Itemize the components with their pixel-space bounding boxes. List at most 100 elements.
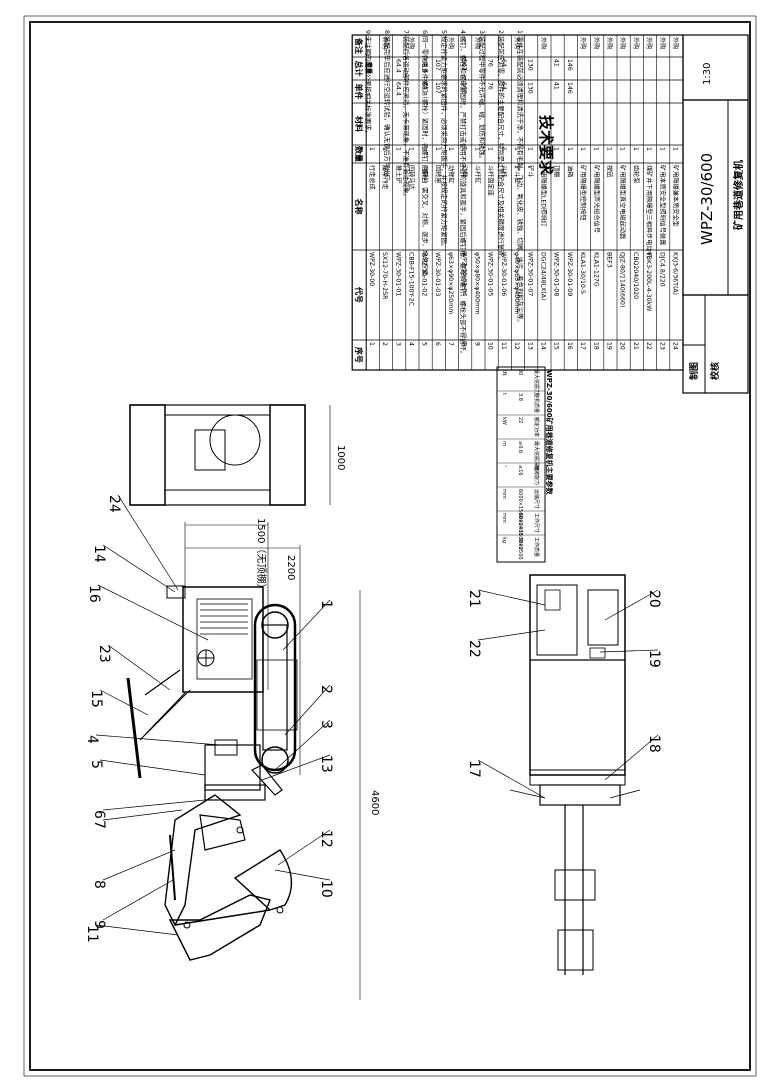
params-cell: 30 — [517, 369, 523, 375]
bom-cell: φ40×φ63×φ400mm — [513, 252, 520, 314]
bom-cell: 齿轮泵 — [632, 165, 640, 184]
bom-cell: YBK3-200L-4-30kW — [645, 251, 652, 311]
bom-cell: 斗杆 — [500, 165, 508, 177]
drive-sprocket — [261, 746, 289, 774]
bom-cell: 煤矿井下用隔爆型三相异步电动机 — [645, 165, 653, 259]
bom-cell: KXJ3-6/36T(A) — [672, 252, 679, 295]
bom-cell: 1 — [460, 147, 467, 151]
dim-overall-length: 4600 — [369, 790, 380, 815]
bom-cell: 1 — [368, 342, 375, 346]
tech-requirement-item: 1.零件在装配前必须清理和清洗干净，不得有毛刺、飞边、氧化皮、锈蚀、切屑、油污、… — [516, 30, 525, 326]
params-cell: ≥0.6 — [517, 441, 523, 453]
bom-cell: 16 — [566, 342, 573, 350]
bom-header-cell: 名称 — [354, 199, 364, 215]
balloon-plan: 18 — [646, 735, 662, 753]
bom-cell: 回转座 — [434, 165, 442, 184]
tech-heading: 技术要求 — [537, 115, 555, 176]
bom-header-cell: 备注 — [354, 37, 364, 54]
dozer-blade — [251, 764, 283, 796]
params-cell: 22 — [517, 417, 523, 423]
bom-cell: 铲斗缸 — [513, 165, 521, 184]
bom-cell: 矿用本质安全型照明信号装置 — [658, 165, 666, 245]
bom-cell: 外购 — [606, 37, 614, 49]
role-checker: 校核 — [709, 362, 721, 380]
bom-cell: 外购 — [672, 37, 680, 49]
bom-cell: 1 — [632, 147, 639, 151]
balloon-plan: 20 — [646, 590, 662, 608]
bom-cell: 76 — [487, 59, 494, 67]
bom-cell: 1 — [447, 147, 454, 151]
balloon-plan: 19 — [646, 650, 662, 668]
balloon-elevation: 7 — [91, 820, 107, 829]
params-cell: 3.8 — [517, 393, 523, 401]
sheet-outer-border — [23, 15, 757, 1077]
balloon-elevation: 13 — [318, 755, 334, 773]
bom-cell: 外购 — [447, 37, 455, 49]
bom-cell: 19 — [606, 342, 613, 350]
bom-cell: 铲斗 — [526, 165, 534, 177]
bom-cell: 1 — [579, 147, 586, 151]
bom-header-cell: 单件 — [354, 84, 364, 100]
bom-cell: 20 — [619, 342, 626, 350]
balloon-elevation: 24 — [106, 495, 122, 513]
tech-requirement-item: 7.装配后各运动部件应灵活，无卡滞现象，不准有漏油现象。 — [402, 30, 411, 200]
bom-cell: 9 — [474, 342, 481, 346]
params-cell: kW — [501, 417, 507, 425]
plan-view — [509, 574, 641, 975]
bom-cell: 146 — [566, 82, 573, 94]
bom-cell: 外购 — [381, 37, 389, 49]
bom-cell: 64.4 — [394, 59, 401, 73]
bom-cell: 162 — [460, 59, 467, 71]
bom-cell: CBQ2040/1020 — [632, 252, 639, 299]
idler-wheel — [261, 611, 289, 639]
bom-cell: 5 — [421, 342, 428, 346]
balloon-elevation: 4 — [84, 735, 100, 744]
drawing-scale: 1:30 — [702, 63, 713, 85]
params-cell: m — [501, 441, 507, 446]
bom-cell: 41 — [553, 82, 560, 90]
balloon-elevation: 14 — [91, 545, 107, 563]
bom-cell: 1 — [408, 147, 415, 151]
bom-cell: 推土铲 — [394, 165, 402, 184]
params-cell: 最大挖掘力 — [533, 369, 540, 394]
bom-cell: 64 — [500, 82, 507, 90]
bom-cell: 矿用隔爆型真空电磁起动器 — [619, 165, 627, 240]
bom-cell: WPZ-30-01-02 — [421, 252, 428, 296]
turntable — [204, 744, 261, 791]
balloon-elevation: 2 — [318, 685, 334, 694]
balloon-elevation: 10 — [318, 880, 334, 898]
bom-cell: 外购 — [632, 37, 640, 49]
bom-cell: 矿用隔爆型LED照明灯 — [540, 165, 548, 227]
tech-requirement-item: 4.螺钉、螺栓和螺母紧固时，严禁打击或使用不合适的旋具和扳手，紧固后螺钉槽、螺母… — [459, 30, 468, 357]
bom-cell: 外购 — [579, 37, 587, 49]
bom-cell: 1 — [672, 147, 679, 151]
bom-cell: KLA1-127G — [592, 252, 599, 287]
bom-cell: 68.8 — [421, 82, 428, 96]
starter-box — [587, 589, 619, 646]
motor-block — [536, 584, 578, 656]
balloon-elevation: 15 — [88, 690, 104, 708]
bom-cell: 1 — [487, 147, 494, 151]
elevation-view — [126, 522, 361, 1000]
balloon-elevation: 16 — [86, 585, 102, 603]
bom-cell: 斗杆缸 — [474, 165, 482, 184]
bom-cell: 履带行走 — [381, 165, 389, 190]
bom-cell: WPZ-30-01-05 — [487, 252, 494, 296]
boom — [164, 794, 242, 927]
balloon-plan: 22 — [466, 640, 482, 658]
bom-cell: 回转台 — [421, 165, 429, 184]
bom-cell: 外购 — [658, 37, 666, 49]
bom-cell: φ50×φ80×φ400mm — [474, 252, 481, 314]
bom-cell: 按钮 — [606, 165, 614, 177]
bom-cell: 动臂 — [460, 165, 468, 177]
params-cell: 工作质量 — [533, 537, 540, 557]
bom-cell: SX12-70-H-25R — [381, 252, 388, 300]
bom-cell: 15 — [553, 342, 560, 350]
bom-cell: 7 — [447, 342, 454, 346]
dim-cab-height: 2200 — [285, 555, 296, 580]
params-cell: kN — [501, 369, 507, 376]
bom-cell: 130 — [526, 59, 533, 71]
bom-cell: 外购 — [645, 37, 653, 49]
bom-cell: 22 — [645, 342, 652, 350]
